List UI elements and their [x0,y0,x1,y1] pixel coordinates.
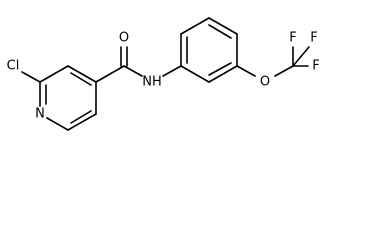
bond-c3-c4 [67,65,97,83]
bond-ph-c5-c6-inner [208,62,232,76]
chemical-structure-diagram: Cl N O NH O F F F [7,17,320,131]
bond-o-cf3 [274,65,294,77]
amide-group: O NH [95,31,182,90]
pyridine-ring [39,65,97,131]
bond-carbonyl-nh [123,65,143,77]
bond-ph-c3-c4-inner [208,24,232,39]
fluorine-right-label: F [312,59,319,74]
bond-cf3-f-top-right [292,46,310,67]
bond-c6-n [46,117,69,131]
fluorine-top-left-label: F [289,31,296,46]
ether-oxygen-label: O [260,75,270,90]
chlorine-label: Cl [7,59,20,74]
bond-c4-carbonyl [95,65,125,83]
bond-c5-c6 [67,113,97,131]
bond-nh-aryl [162,65,182,77]
pyridine-nitrogen-label: N [35,107,45,122]
bond-aryl-o [236,65,256,77]
bond-ph-c2-c3 [180,17,210,35]
fluorine-top-right-label: F [310,31,317,46]
bond-ph-c3-c4 [208,17,238,35]
trifluoromethoxy-group: O F F F [236,31,320,90]
bond-ph-c6-c1 [180,65,210,83]
bond-c2-c3 [39,65,69,83]
bond-c5-c6-inner [70,110,92,124]
bond-c2-cl [21,71,41,83]
amide-nh-label: NH [142,75,162,90]
carbonyl-oxygen-label: O [119,31,129,46]
bond-c3-c4-inner [70,72,92,86]
phenyl-ring [180,17,238,83]
bond-ph-c5-c6 [208,65,238,83]
